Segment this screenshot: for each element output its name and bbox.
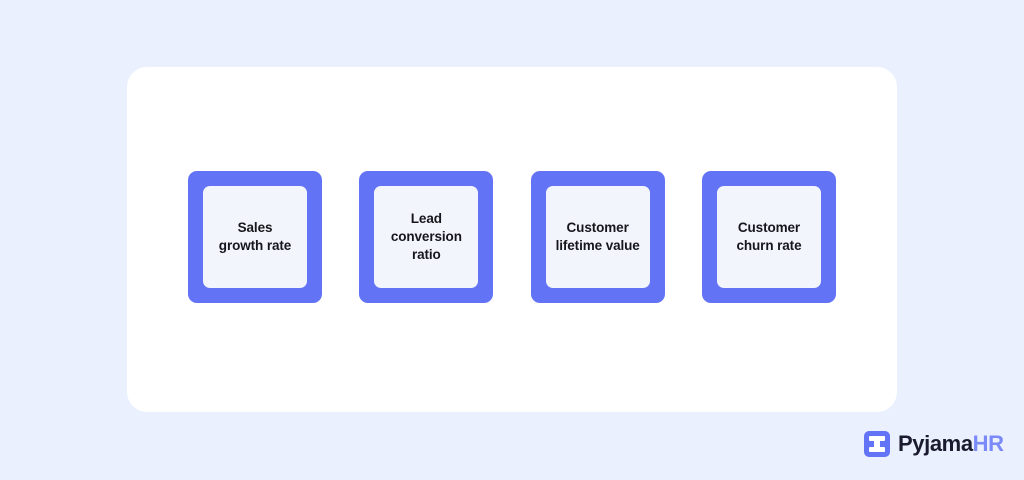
metric-card-inner: Sales growth rate: [203, 186, 307, 288]
metric-card-label: Customer lifetime value: [555, 220, 640, 253]
brand-wordmark: PyjamaHR: [898, 433, 1004, 455]
pyjamahr-h-logo-icon: [864, 431, 890, 457]
brand-name-accent: HR: [972, 431, 1004, 456]
metric-card[interactable]: Sales growth rate: [188, 171, 322, 303]
metric-card-label: Customer churn rate: [736, 220, 802, 253]
content-panel: Sales growth rate Lead conversion ratio …: [127, 67, 897, 412]
metric-card-inner: Customer churn rate: [716, 186, 821, 288]
metric-card[interactable]: Customer lifetime value: [530, 171, 665, 303]
metric-card-label: Sales growth rate: [218, 220, 292, 253]
metric-card-inner: Lead conversion ratio: [374, 186, 479, 288]
metric-card[interactable]: Customer churn rate: [701, 171, 836, 303]
metric-card-inner: Customer lifetime value: [545, 186, 650, 288]
brand-name-primary: Pyjama: [898, 431, 973, 456]
metric-card-row: Sales growth rate Lead conversion ratio …: [188, 171, 836, 303]
logo-center-bar: [874, 436, 880, 452]
brand-logo: PyjamaHR: [864, 430, 1004, 458]
metric-card-label: Lead conversion ratio: [390, 211, 462, 262]
metric-card[interactable]: Lead conversion ratio: [359, 171, 494, 303]
